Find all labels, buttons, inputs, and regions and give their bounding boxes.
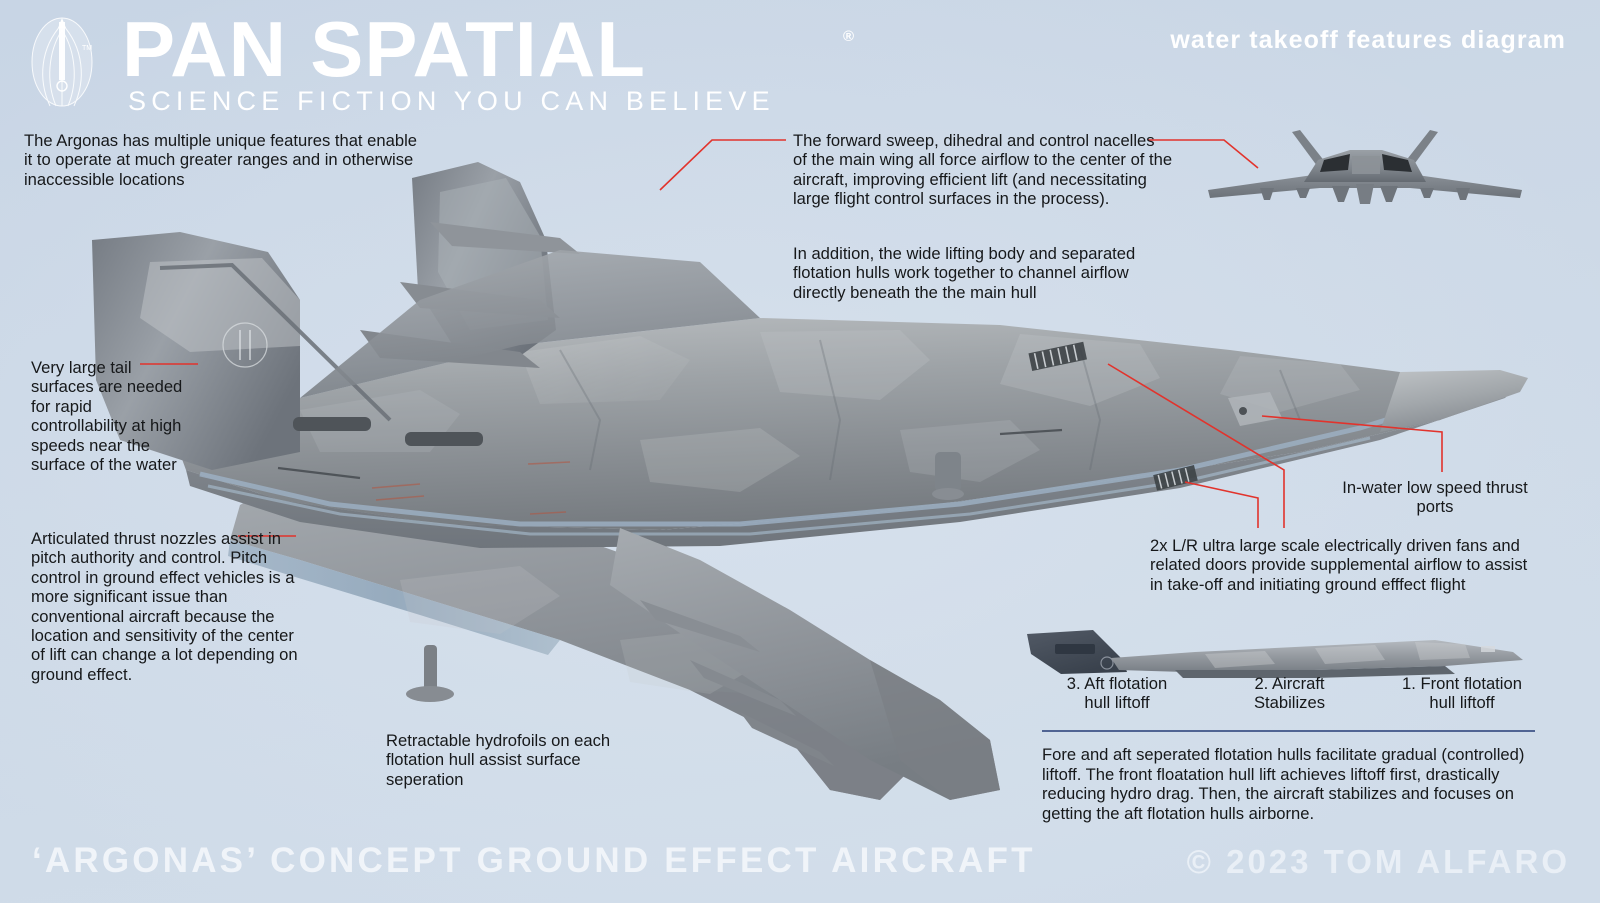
liftoff-step-1: 1. Front flotation hull liftoff <box>1402 674 1522 713</box>
brand-title: PAN SPATIAL <box>122 5 646 93</box>
panel-lines <box>277 428 1063 480</box>
hydrofoil-strut-port <box>424 645 437 693</box>
liftoff-step-3: 3. Aft flotation hull liftoff <box>1066 674 1168 713</box>
warning-stripes <box>371 461 571 515</box>
annotation-tail: Very large tail surfaces are needed for … <box>31 358 183 475</box>
lower-wing-fins <box>640 600 834 766</box>
main-hull-upper <box>175 318 1520 530</box>
annotation-wing: The forward sweep, dihedral and control … <box>793 131 1173 209</box>
annotation-wing-secondary: In addition, the wide lifting body and s… <box>793 244 1136 302</box>
registered-mark: ® <box>843 28 855 45</box>
annotation-hydrofoils: Retractable hydrofoils on each flotation… <box>386 731 611 789</box>
port-wing-leading-edge <box>228 540 560 655</box>
fan-door-louvers-lower <box>1153 464 1198 491</box>
sequence-divider <box>1042 730 1535 732</box>
annotation-fans: 2x L/R ultra large scale electrically dr… <box>1150 536 1528 594</box>
footer-title: ‘ARGONAS’ CONCEPT GROUND EFFECT AIRCRAFT <box>32 841 1036 880</box>
in-water-thrust-port <box>1228 392 1282 426</box>
annotation-intro: The Argonas has multiple unique features… <box>24 131 417 189</box>
hull-chine-highlight <box>199 391 1471 527</box>
diagram-kicker: water takeoff features diagram <box>1170 26 1566 54</box>
liftoff-sequence-labels: 3. Aft flotation hull liftoff 2. Aircraf… <box>1042 674 1537 713</box>
liftoff-step-2: 2. Aircraft Stabilizes <box>1253 674 1326 713</box>
starboard-wing-upper <box>300 250 760 398</box>
footer-copyright: © 2023 TOM ALFARO <box>1186 843 1570 880</box>
hydrofoil-foot-port <box>406 686 454 702</box>
nose-section <box>1380 370 1528 432</box>
side-view-aircraft <box>1027 630 1523 678</box>
camo-patches <box>300 330 1360 694</box>
annotation-liftoff-sequence: Fore and aft seperated flotation hulls f… <box>1042 745 1525 823</box>
annotation-thrust-ports: In-water low speed thrust ports <box>1342 478 1528 517</box>
starboard-wing-tip <box>870 660 1000 800</box>
pan-spatial-emblem-icon: TM <box>31 17 93 107</box>
annotation-nozzles: Articulated thrust nozzles assist in pit… <box>31 529 298 684</box>
thrust-nozzles <box>293 417 964 500</box>
svg-text:TM: TM <box>82 45 92 52</box>
fan-door-louvers-upper <box>1028 341 1087 372</box>
front-view-aircraft <box>1208 130 1522 204</box>
brand-tagline: SCIENCE FICTION YOU CAN BELIEVE <box>128 86 775 116</box>
weathering <box>559 339 1301 481</box>
tail-insignia-detail-icon <box>239 330 251 360</box>
tail-insignia-icon <box>222 322 268 368</box>
port-wing <box>230 470 905 800</box>
